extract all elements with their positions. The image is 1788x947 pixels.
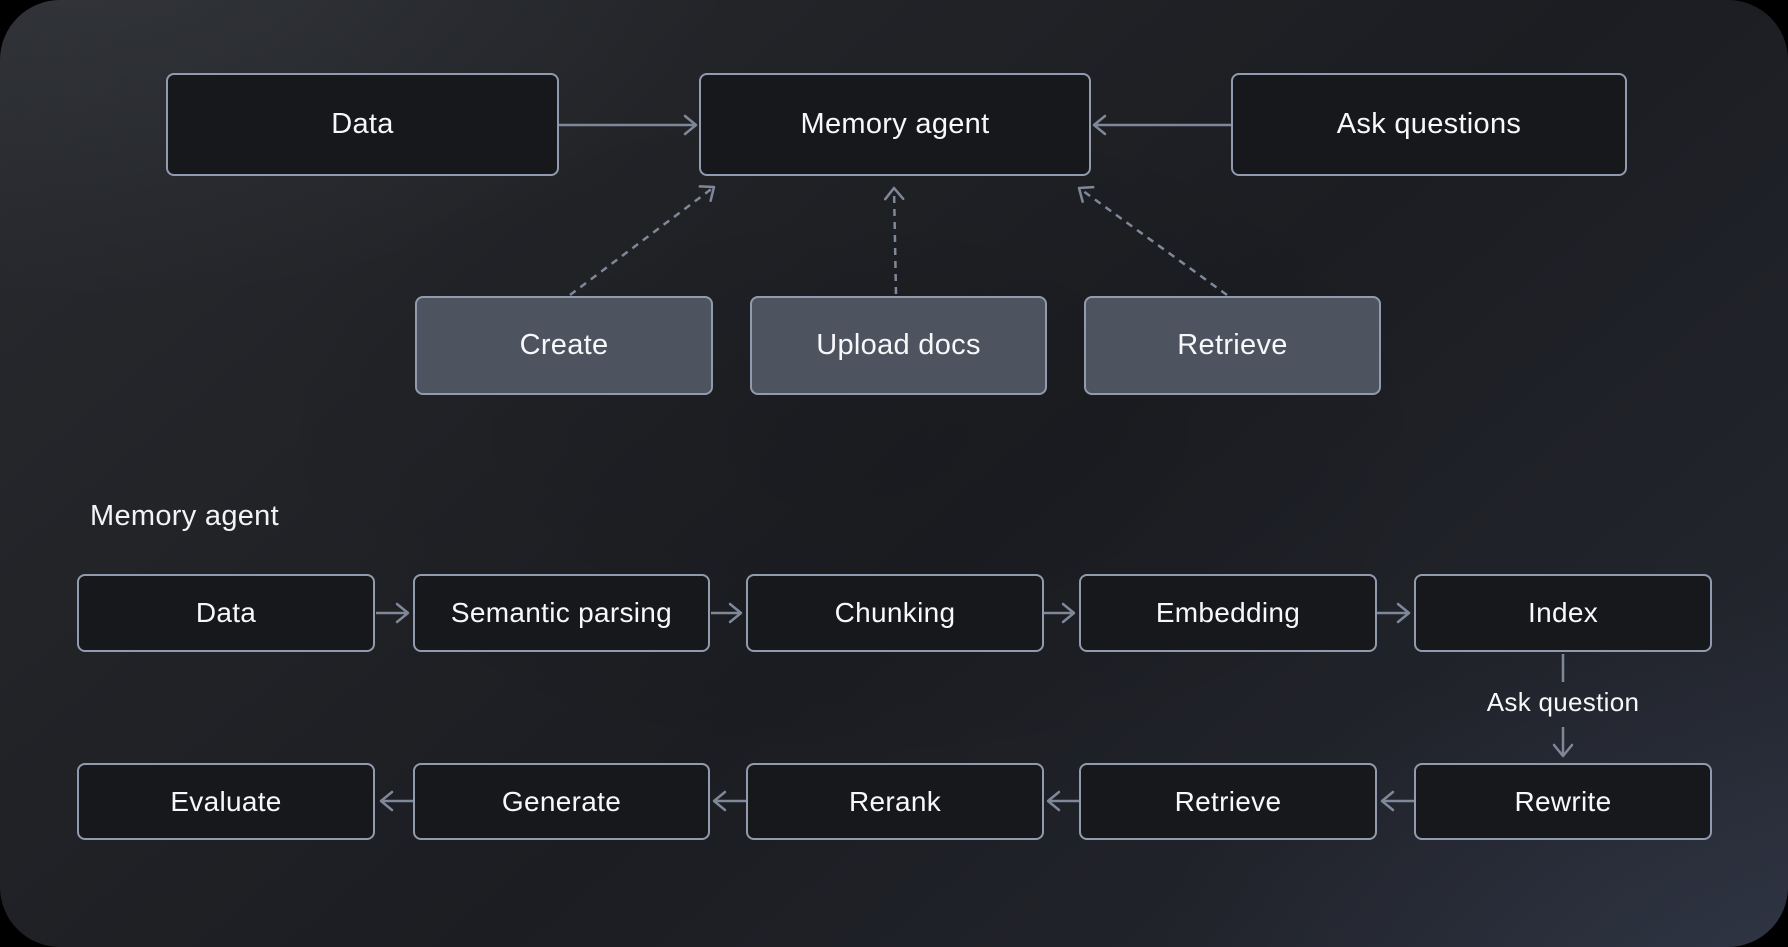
node-rerank: Rerank (746, 763, 1044, 840)
arrow-create-to-memory-agent (569, 185, 716, 296)
node-rewrite: Rewrite (1414, 763, 1712, 840)
node-memory-agent-label: Memory agent (800, 108, 990, 140)
node-embedding-label: Embedding (1155, 597, 1301, 628)
node-index-label: Index (1528, 597, 1598, 628)
node-semantic-parsing: Semantic parsing (413, 574, 710, 652)
arrow-retrieve-to-memory-agent (1077, 185, 1228, 297)
node-generate-label: Generate (501, 785, 622, 817)
node-chunking: Chunking (746, 574, 1044, 652)
node-evaluate: Evaluate (77, 763, 375, 840)
node-pipeline-retrieve: Retrieve (1079, 763, 1377, 840)
node-evaluate-label: Evaluate (170, 785, 282, 817)
node-chunking-label: Chunking (834, 597, 956, 628)
node-data-source: Data (166, 73, 559, 176)
pipeline-section-title: Memory agent (90, 500, 279, 532)
node-semantic-parsing-label: Semantic parsing (450, 597, 673, 628)
node-rewrite-label: Rewrite (1514, 785, 1612, 817)
node-ask-questions: Ask questions (1231, 73, 1627, 176)
node-pipeline-data-label: Data (195, 597, 257, 628)
node-retrieve-action-label: Retrieve (1177, 329, 1288, 361)
node-embedding: Embedding (1079, 574, 1377, 652)
node-generate: Generate (413, 763, 710, 840)
node-ask-questions-label: Ask questions (1336, 108, 1522, 140)
node-index: Index (1414, 574, 1712, 652)
ask-question-connector-label: Ask question (1486, 687, 1640, 717)
node-pipeline-data: Data (77, 574, 375, 652)
node-create: Create (415, 296, 713, 395)
node-rerank-label: Rerank (848, 785, 942, 817)
node-retrieve-action: Retrieve (1084, 296, 1381, 395)
node-memory-agent: Memory agent (699, 73, 1091, 176)
node-upload-docs-label: Upload docs (816, 329, 981, 361)
node-data-source-label: Data (331, 108, 394, 140)
node-pipeline-retrieve-label: Retrieve (1174, 785, 1282, 817)
node-upload-docs: Upload docs (750, 296, 1047, 395)
arrow-upload-docs-to-memory-agent (883, 186, 905, 295)
node-create-label: Create (519, 329, 609, 361)
